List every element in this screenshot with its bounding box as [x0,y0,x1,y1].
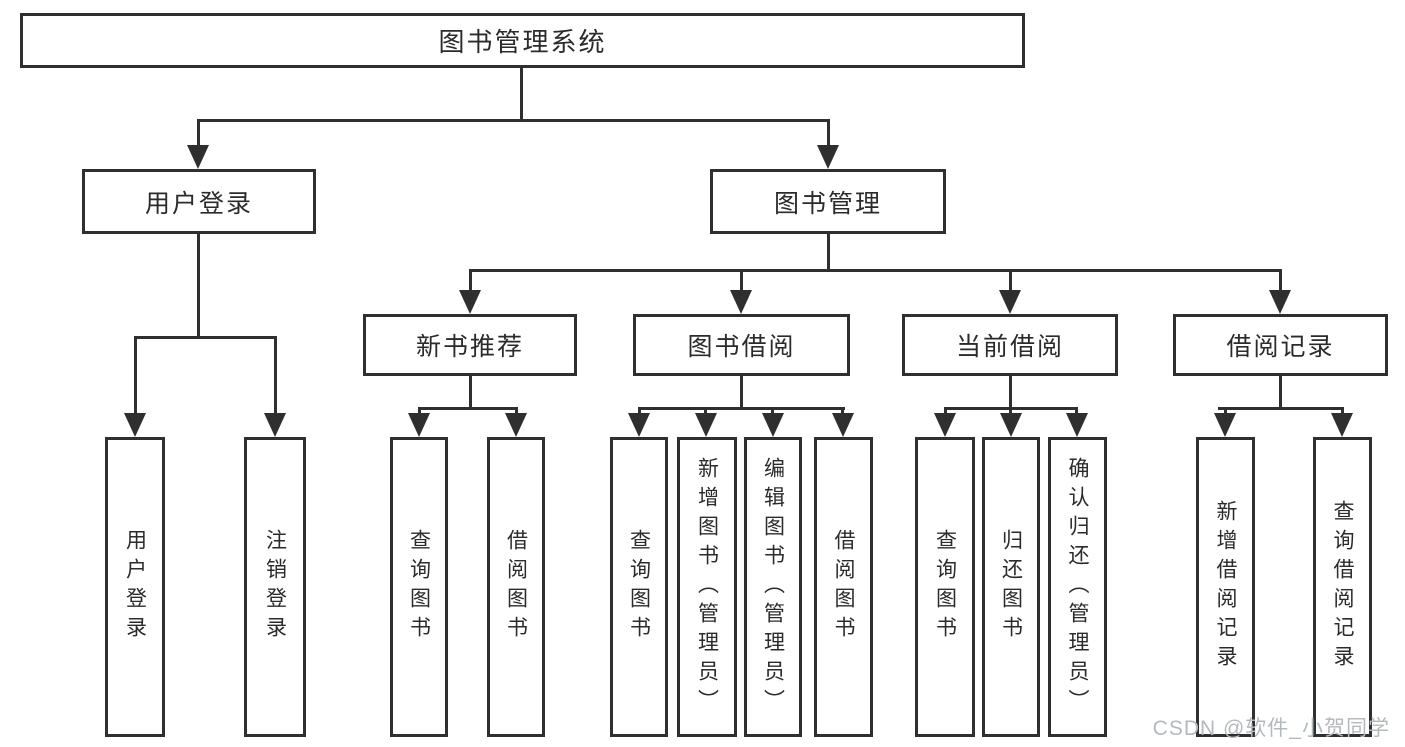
connector-line [197,119,830,122]
arrow-down-icon [1214,413,1236,437]
arrow-down-icon [762,413,784,437]
watermark: CSDN @软件_小贺同学 [1152,717,1390,740]
leaf-current-confirm-return: 确认归还（管理员） [1048,437,1107,737]
leaf-borrow-borrow-books: 借阅图书 [814,437,873,737]
node-book-borrow-label: 图书借阅 [687,333,796,361]
arrow-down-icon [459,290,481,314]
node-borrow-records-label: 借阅记录 [1226,333,1335,361]
leaf-logout-label: 注销登录 [263,529,287,645]
leaf-borrow-query-books-label: 查询图书 [627,529,651,645]
connector-line [1009,269,1012,295]
connector-line [469,376,472,409]
leaf-logout: 注销登录 [244,437,306,737]
node-user-login-label: 用户登录 [144,189,253,218]
connector-line [469,269,472,295]
arrow-down-icon [187,145,209,169]
node-book-management: 图书管理 [710,169,946,234]
leaf-rec-query-books: 查询图书 [390,437,448,737]
connector-line [134,336,137,420]
arrow-down-icon [934,413,956,437]
leaf-borrow-add-books: 新增图书（管理员） [677,437,737,737]
leaf-borrow-add-books-label: 新增图书（管理员） [695,456,719,718]
leaf-rec-query-books-label: 查询图书 [407,529,431,645]
leaf-current-return-books-label: 归还图书 [999,529,1023,645]
connector-line [827,234,830,272]
arrow-down-icon [1331,413,1353,437]
connector-line [520,66,523,122]
connector-line [1279,376,1282,409]
arrow-down-icon [695,413,717,437]
connector-line [740,269,743,295]
node-root: 图书管理系统 [20,13,1025,68]
arrow-down-icon [1269,290,1291,314]
connector-line [1009,376,1012,409]
connector-line [274,336,277,420]
node-root-label: 图书管理系统 [438,27,607,57]
leaf-records-add-record-label: 新增借阅记录 [1214,500,1237,674]
connector-line [197,234,200,338]
arrow-down-icon [817,145,839,169]
connector-line [638,407,845,410]
connector-line [1218,407,1344,410]
arrow-down-icon [628,413,650,437]
leaf-rec-borrow-books: 借阅图书 [487,437,545,737]
leaf-borrow-edit-books-label: 编辑图书（管理员） [761,456,785,718]
arrow-down-icon [408,413,430,437]
connector-line [418,407,518,410]
node-user-login: 用户登录 [82,169,316,234]
leaf-current-confirm-return-label: 确认归还（管理员） [1066,456,1089,718]
node-new-book-recommend-label: 新书推荐 [415,333,524,361]
connector-line [134,336,277,339]
connector-line [469,269,1282,272]
leaf-borrow-borrow-books-label: 借阅图书 [832,529,855,645]
node-current-borrow-label: 当前借阅 [955,333,1064,361]
arrow-down-icon [730,290,752,314]
node-borrow-records: 借阅记录 [1173,314,1388,376]
connector-line [827,119,830,149]
arrow-down-icon [832,413,854,437]
leaf-records-query-record: 查询借阅记录 [1313,437,1372,737]
connector-line [1279,269,1282,295]
leaf-borrow-query-books: 查询图书 [610,437,668,737]
arrow-down-icon [1066,413,1088,437]
node-new-book-recommend: 新书推荐 [363,314,577,376]
leaf-records-add-record: 新增借阅记录 [1196,437,1255,737]
leaf-current-query-books-label: 查询图书 [933,529,957,645]
leaf-user-login: 用户登录 [105,437,165,737]
leaf-rec-borrow-books-label: 借阅图书 [504,529,528,645]
node-book-management-label: 图书管理 [773,189,882,218]
arrow-down-icon [124,413,146,437]
connector-line [740,376,743,409]
leaf-current-return-books: 归还图书 [982,437,1040,737]
leaf-user-login-label: 用户登录 [123,529,147,645]
leaf-borrow-edit-books: 编辑图书（管理员） [744,437,802,737]
arrow-down-icon [999,290,1021,314]
node-current-borrow: 当前借阅 [902,314,1118,376]
connector-line [197,119,200,149]
leaf-current-query-books: 查询图书 [915,437,975,737]
arrow-down-icon [505,413,527,437]
arrow-down-icon [264,413,286,437]
leaf-records-query-record-label: 查询借阅记录 [1331,500,1354,674]
node-book-borrow: 图书借阅 [633,314,850,376]
arrow-down-icon [1000,413,1022,437]
